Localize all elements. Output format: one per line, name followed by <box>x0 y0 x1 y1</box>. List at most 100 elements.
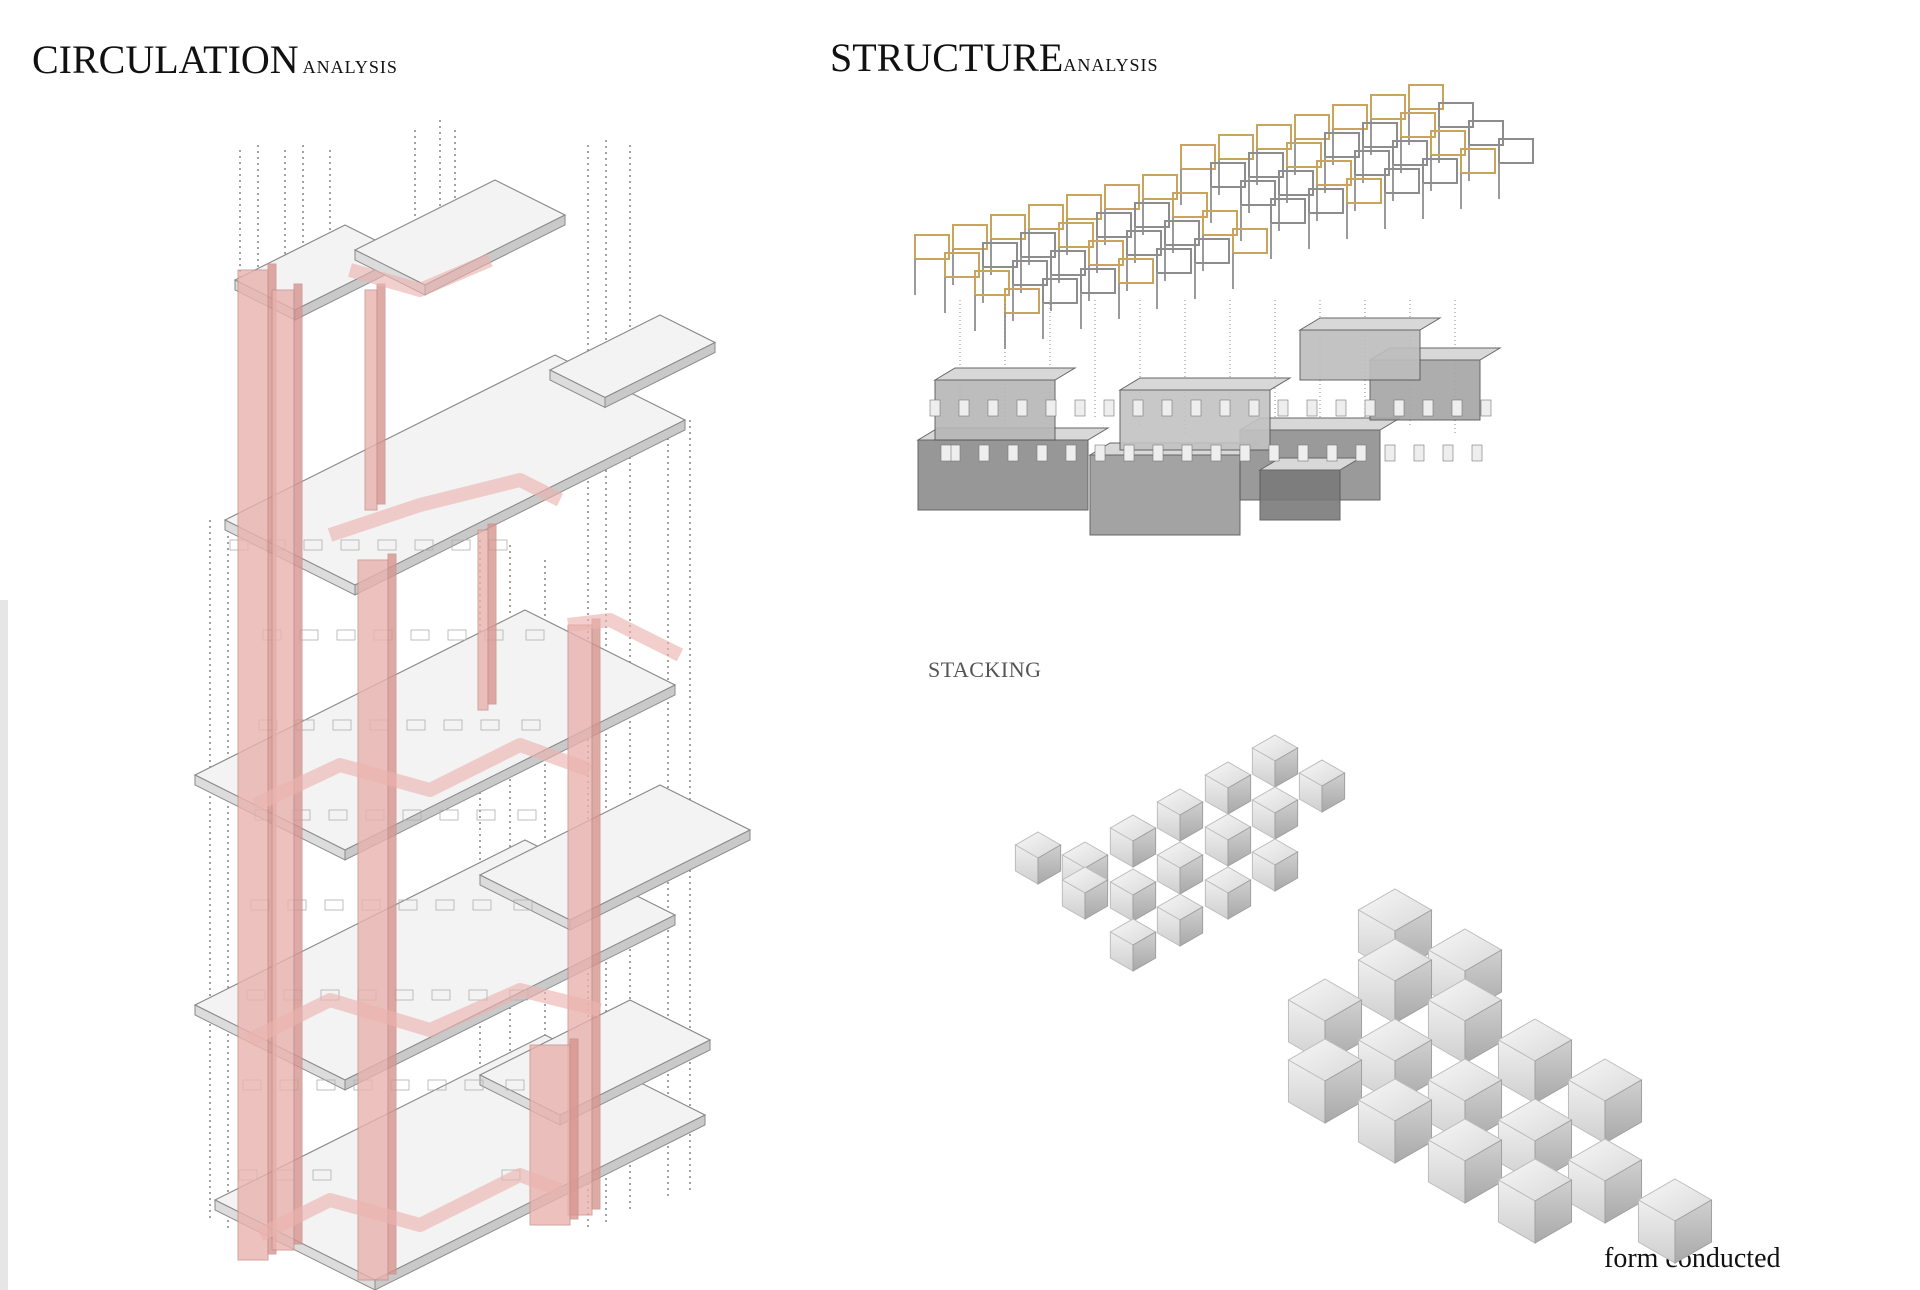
frame-bay <box>1324 132 1360 158</box>
structure-opening <box>1036 444 1048 462</box>
grid-cube-15 <box>1061 866 1109 920</box>
frame-bay <box>1096 212 1132 238</box>
frame-bay <box>1460 148 1496 174</box>
frame-bay <box>1498 138 1534 164</box>
frame-bay <box>952 224 988 250</box>
frame-bay <box>1134 202 1170 228</box>
frame-bay <box>1362 122 1398 148</box>
structure-opening <box>1422 399 1434 417</box>
grid-cube-2-right <box>1321 772 1346 813</box>
frame-bay <box>944 252 980 278</box>
room-outline <box>468 989 488 1001</box>
frame-bay <box>1332 104 1368 130</box>
structure-opening <box>1364 399 1376 417</box>
frame-bay <box>982 242 1018 268</box>
circulation-path-5 <box>567 613 684 662</box>
stack-cube-14 <box>1567 1138 1643 1224</box>
structure-opening <box>929 399 941 417</box>
room-outline <box>505 1079 525 1091</box>
circulation-path-3 <box>252 738 593 812</box>
circulation-core-c <box>357 559 389 1281</box>
circulation-core-g-side <box>487 523 497 705</box>
frame-bay <box>1370 94 1406 120</box>
structure-opening <box>1103 399 1115 417</box>
grid-cube-3-right <box>1227 774 1252 815</box>
frame-bay <box>1384 168 1420 194</box>
room-outline <box>328 809 348 821</box>
structure-block-2 <box>1089 454 1241 536</box>
stack-cube-3 <box>1357 938 1433 1024</box>
room-outline <box>464 1079 484 1091</box>
circulation-path-1 <box>256 1168 563 1242</box>
frame-bay <box>1028 204 1064 230</box>
room-outline <box>377 539 397 551</box>
frame-bay <box>1422 158 1458 184</box>
stack-cube-15 <box>1497 1158 1573 1244</box>
structure-opening <box>978 444 990 462</box>
structure-opening <box>1480 399 1492 417</box>
structure-opening <box>1123 444 1135 462</box>
frame-bay <box>1286 142 1322 168</box>
frame-bay <box>1012 260 1048 286</box>
room-outline <box>402 809 422 821</box>
circulation-core-a <box>237 269 269 1261</box>
structure-opening <box>958 399 970 417</box>
structure-opening <box>940 444 952 462</box>
room-outline <box>476 809 496 821</box>
room-outline <box>406 719 426 731</box>
frame-bay <box>974 270 1010 296</box>
structure-opening <box>1074 399 1086 417</box>
structure-title-main: STRUCTURE <box>830 35 1064 80</box>
room-outline <box>447 629 467 641</box>
grid-cube-5-right <box>1179 801 1204 842</box>
structure-block-top-8 <box>1298 317 1442 331</box>
grid-cube-8 <box>1109 814 1157 868</box>
stack-cube-5 <box>1427 978 1503 1064</box>
room-outline <box>472 899 492 911</box>
stack-cube-16-right <box>1674 1199 1713 1264</box>
grid-cube-13-right <box>1179 906 1204 947</box>
circulation-path-6 <box>348 253 493 297</box>
structure-opening <box>1248 399 1260 417</box>
structure-opening <box>1065 444 1077 462</box>
frame-bay <box>1172 192 1208 218</box>
grid-cube-9-right <box>1179 854 1204 895</box>
frame-bay <box>1218 134 1254 160</box>
circulation-core-e <box>529 1044 571 1226</box>
structure-roof-frame <box>914 84 1534 349</box>
structure-title-sub: ANALYSIS <box>1063 48 1159 77</box>
frame-bay <box>1308 188 1344 214</box>
frame-bay <box>1354 150 1390 176</box>
frame-bay <box>1278 170 1314 196</box>
floor-plate-roof-c-side <box>604 341 716 409</box>
grid-cube-12 <box>1109 868 1157 922</box>
structure-opening <box>1355 444 1367 462</box>
frame-bay <box>1088 240 1124 266</box>
room-outline <box>312 1169 332 1181</box>
grid-cube-13 <box>1156 893 1204 947</box>
structure-opening <box>1297 444 1309 462</box>
stack-cube-13 <box>1427 1118 1503 1204</box>
frame-bay <box>1104 184 1140 210</box>
frame-bay <box>990 214 1026 240</box>
grid-cube-8-right <box>1132 827 1157 868</box>
grid-cube-4 <box>1251 786 1299 840</box>
room-outline <box>332 719 352 731</box>
room-outline <box>451 539 471 551</box>
frame-bay <box>1232 228 1268 254</box>
room-outline <box>324 899 344 911</box>
grid-cube-6-right <box>1227 826 1252 867</box>
frame-bay <box>1142 174 1178 200</box>
room-outline <box>303 539 323 551</box>
frame-bay <box>1346 178 1382 204</box>
structure-opening <box>1413 444 1425 462</box>
grid-cube-16 <box>1109 918 1157 972</box>
structure-opening <box>1451 399 1463 417</box>
frame-bay <box>1468 120 1504 146</box>
structure-building-mass <box>916 317 1502 536</box>
room-outline <box>336 629 356 641</box>
circulation-core-c-side <box>387 553 397 1275</box>
structure-opening <box>1442 444 1454 462</box>
circulation-core-e-side <box>569 1038 579 1220</box>
